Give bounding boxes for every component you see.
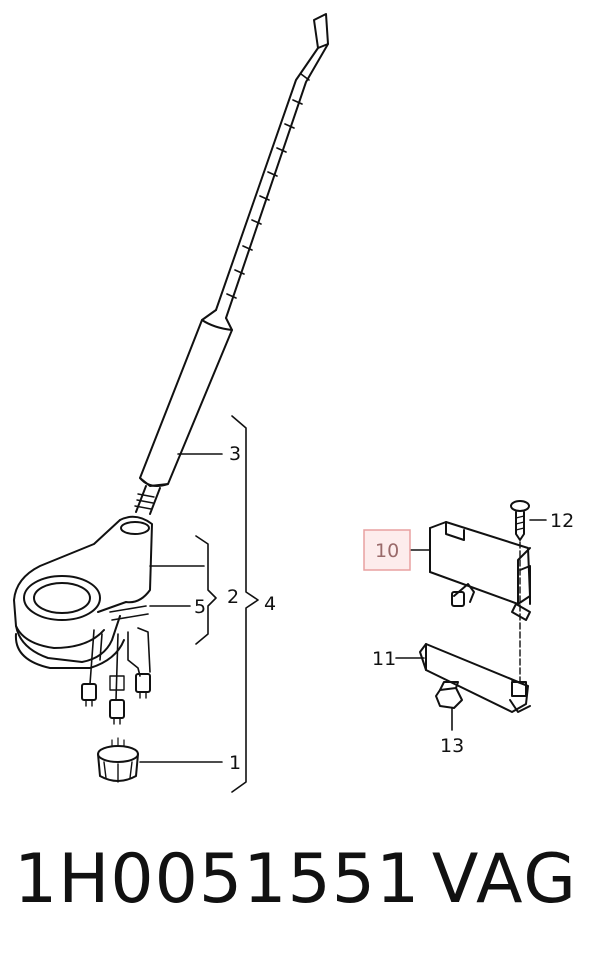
callout-1[interactable]: 1 [229, 752, 241, 774]
footer: 1H0051551 VAG [0, 840, 600, 950]
bracket-nut [435, 681, 463, 709]
antenna-base [13, 515, 153, 725]
callout-13[interactable]: 13 [440, 735, 464, 757]
screw [510, 500, 530, 687]
callout-5[interactable]: 5 [194, 596, 206, 618]
callout-4[interactable]: 4 [264, 593, 276, 615]
antenna-nut [97, 737, 139, 783]
part-number: 1H0051551 [14, 840, 421, 919]
left-leader-lines [139, 415, 259, 793]
callout-12[interactable]: 12 [550, 510, 574, 532]
right-leader-lines [395, 519, 547, 731]
parts-diagram: 1 2 3 4 5 10 11 12 13 [13, 13, 574, 793]
callout-2[interactable]: 2 [227, 586, 239, 608]
brand-label: VAG [431, 840, 578, 919]
amplifier-module [429, 521, 531, 621]
callout-11[interactable]: 11 [372, 648, 396, 670]
callout-highlight-box [363, 529, 411, 571]
mounting-bracket [419, 643, 531, 713]
callout-10[interactable]: 10 [375, 540, 399, 562]
antenna-mast [134, 13, 329, 515]
callout-3[interactable]: 3 [229, 443, 241, 465]
